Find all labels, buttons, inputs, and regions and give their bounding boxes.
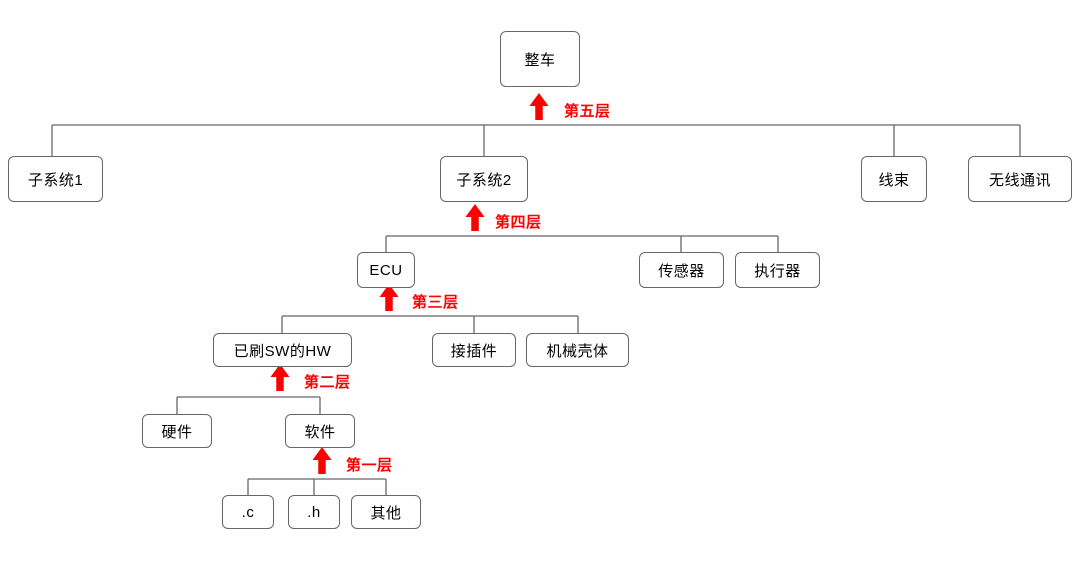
node-label: .h — [307, 503, 321, 521]
node-subsystem1[interactable]: 子系统1 — [8, 156, 103, 202]
arrow-layer3 — [379, 284, 399, 311]
node-connector[interactable]: 接插件 — [432, 333, 516, 367]
node-other[interactable]: 其他 — [351, 495, 421, 529]
layer-label-layer5: 第五层 — [564, 103, 611, 120]
node-label: 硬件 — [161, 423, 193, 441]
node-subsystem2[interactable]: 子系统2 — [440, 156, 528, 202]
node-label: 传感器 — [658, 262, 705, 280]
node-label: 子系统2 — [456, 171, 512, 189]
node-hardware[interactable]: 硬件 — [142, 414, 212, 448]
node-wireless[interactable]: 无线通讯 — [968, 156, 1072, 202]
layer-label-layer1: 第一层 — [346, 457, 393, 474]
node-harness[interactable]: 线束 — [861, 156, 927, 202]
node-label: 机械壳体 — [546, 342, 609, 360]
node-label: 执行器 — [754, 262, 801, 280]
node-label: 无线通讯 — [988, 171, 1051, 189]
arrow-layer5 — [529, 93, 549, 120]
node-label: 线束 — [878, 171, 910, 189]
node-housing[interactable]: 机械壳体 — [526, 333, 629, 367]
node-label: .c — [241, 503, 255, 521]
node-actuator[interactable]: 执行器 — [735, 252, 820, 288]
node-label: ECU — [369, 261, 403, 279]
arrow-layer2 — [270, 364, 290, 391]
node-label: 整车 — [524, 51, 556, 69]
node-label: 子系统1 — [27, 171, 84, 189]
node-sensor[interactable]: 传感器 — [639, 252, 724, 288]
layer-label-layer3: 第三层 — [412, 294, 459, 311]
node-hw_with_sw[interactable]: 已刷SW的HW — [213, 333, 352, 367]
node-ecu[interactable]: ECU — [357, 252, 415, 288]
arrow-layer1 — [312, 447, 332, 474]
node-vehicle[interactable]: 整车 — [500, 31, 580, 87]
node-label: 软件 — [304, 423, 336, 441]
node-software[interactable]: 软件 — [285, 414, 355, 448]
node-label: 已刷SW的HW — [233, 342, 332, 360]
node-h_file[interactable]: .h — [288, 495, 340, 529]
arrow-layer4 — [465, 204, 485, 231]
layer-label-layer2: 第二层 — [304, 374, 351, 391]
node-label: 其他 — [370, 504, 402, 522]
node-c_file[interactable]: .c — [222, 495, 274, 529]
layer-label-layer4: 第四层 — [495, 214, 542, 231]
node-label: 接插件 — [450, 342, 498, 360]
